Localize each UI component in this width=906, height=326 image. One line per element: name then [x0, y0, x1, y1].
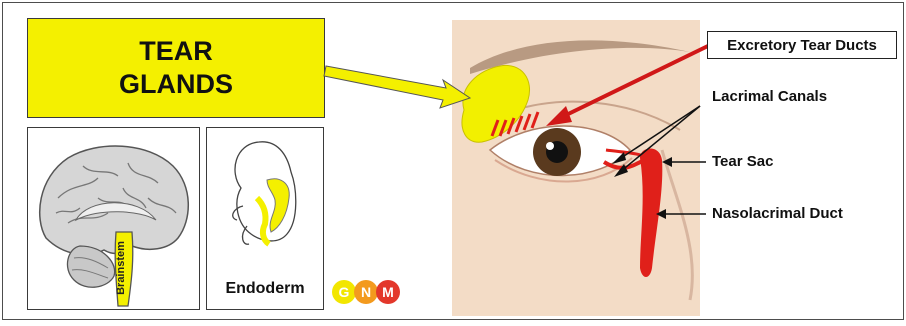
- nasolacrimal-duct-label: Nasolacrimal Duct: [712, 205, 843, 222]
- lacrimal-canals-label: Lacrimal Canals: [712, 88, 827, 105]
- excretory-ducts-label-box: Excretory Tear Ducts: [707, 31, 897, 59]
- tear-sac-label: Tear Sac: [712, 153, 773, 170]
- excretory-ducts-label: Excretory Tear Ducts: [727, 37, 877, 54]
